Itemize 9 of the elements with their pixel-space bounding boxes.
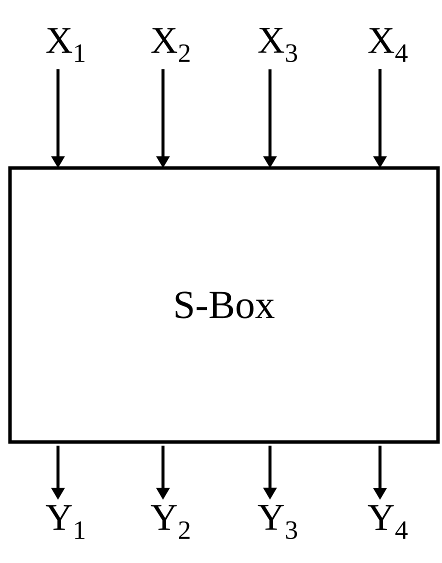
signal-label: Y$_{1}$ [46,505,84,539]
signal-label: X$_{3}$ [258,28,298,62]
signal-label: X$_{4}$ [368,28,408,62]
signal-label: Y$_{3}$ [258,504,298,540]
signal-label: X$_{2}$ [151,28,190,62]
signal-label: Y$_{4}$ [368,505,408,539]
s-box: S-Box [8,166,440,444]
signal-label: X$_{1}$ [46,28,84,62]
signal-label: Y$_{2}$ [150,505,190,539]
